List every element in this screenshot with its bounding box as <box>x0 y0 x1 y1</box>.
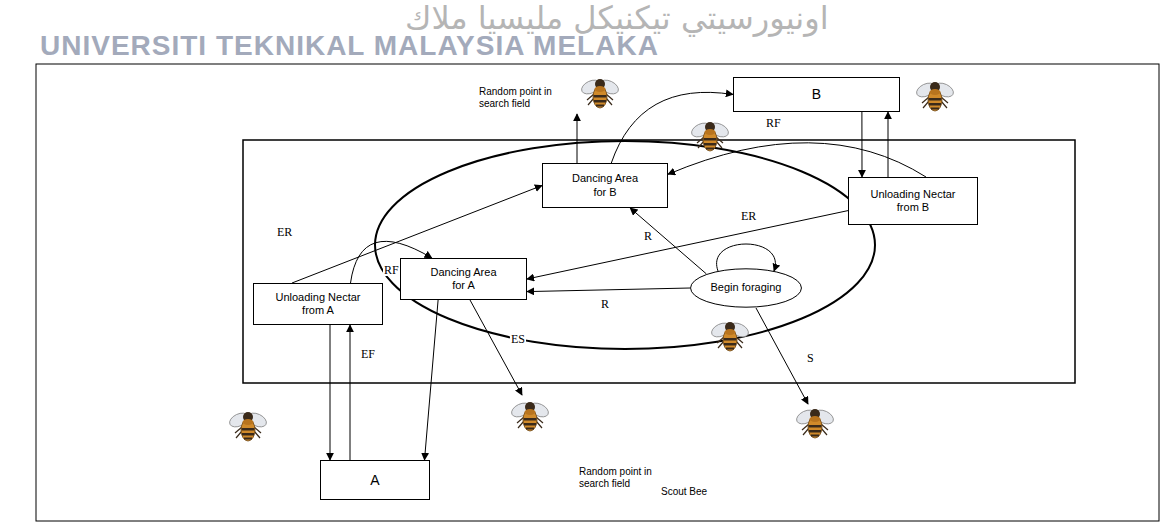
bee-icon <box>227 410 268 441</box>
flow-arrow <box>527 211 848 279</box>
bee-icon <box>689 120 730 151</box>
edge-label: R <box>643 230 653 242</box>
node-text: B <box>812 86 821 103</box>
bee-icon <box>579 77 620 108</box>
leader-line <box>577 114 578 163</box>
annotation: Random point in search field <box>578 466 662 489</box>
bee-icon <box>794 407 835 438</box>
process-box: Unloading Nectar from A <box>253 283 383 325</box>
node-text: Dancing Area for B <box>565 172 645 198</box>
flow-arrow <box>330 325 331 460</box>
edge-tag: ES <box>510 333 526 347</box>
flow-arrow <box>350 325 351 460</box>
edge-label: RF <box>765 117 782 129</box>
node-text: Begin foraging <box>711 281 782 294</box>
leader-line <box>756 308 808 404</box>
leader-line <box>470 300 522 395</box>
ellipse-shape <box>691 269 802 307</box>
edge-label: ER <box>276 226 293 238</box>
bee-icon <box>709 320 750 351</box>
flow-arrow <box>861 112 862 177</box>
flow-arrow <box>425 300 439 460</box>
flow-arrow <box>888 112 889 177</box>
annotation: Scout Bee <box>660 486 708 498</box>
edge-label: EF <box>360 348 376 360</box>
flow-arrow <box>611 92 733 163</box>
edge-label: ER <box>740 210 757 222</box>
flow-arrow <box>527 288 690 292</box>
start-ellipse: Begin foraging <box>690 268 802 308</box>
hive-box <box>243 140 1075 383</box>
food-source-box: A <box>320 460 430 500</box>
bee-icon <box>914 80 955 111</box>
dance-floor-ellipse <box>375 141 875 349</box>
edge-label: RF <box>383 264 400 276</box>
bee-icon <box>509 400 550 431</box>
node-text: Unloading Nectar from B <box>868 188 958 214</box>
node-text: Dancing Area for A <box>424 266 504 292</box>
flow-arrow <box>630 208 706 274</box>
process-box: Dancing Area for B <box>542 163 668 208</box>
food-source-box: B <box>733 77 900 112</box>
process-box: Dancing Area for A <box>400 258 527 300</box>
node-text: Unloading Nectar from A <box>273 291 363 317</box>
node-text: A <box>370 472 379 489</box>
watermark: UNIVERSITI TEKNIKAL MALAYSIA MELAKA <box>40 30 659 62</box>
edge-tag: S <box>806 352 815 366</box>
flow-arrow <box>668 143 926 177</box>
annotation: Random point in search field <box>478 86 562 109</box>
outer-frame <box>36 64 1159 521</box>
process-box: Unloading Nectar from B <box>848 177 978 225</box>
edge-label: R <box>600 298 610 310</box>
loop-arrow <box>717 244 776 271</box>
